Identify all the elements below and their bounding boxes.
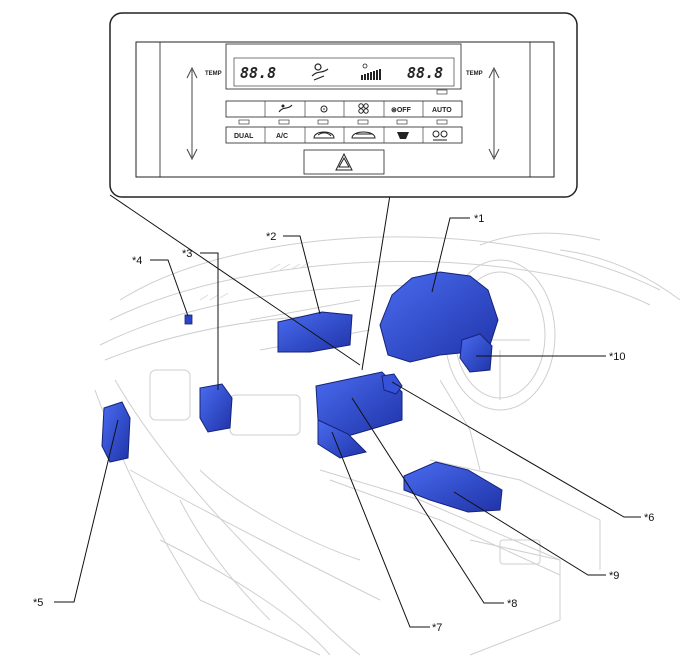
components — [101, 271, 503, 513]
auto-button[interactable]: AUTO — [432, 107, 452, 114]
dual-button[interactable]: DUAL — [234, 133, 254, 140]
control-panel-inset: TEMP TEMP 88.8 88.8 — [109, 12, 578, 198]
row2-buttons: DUAL A/C — [225, 126, 463, 144]
component-4-sensor — [184, 314, 193, 325]
component-5-unit — [101, 401, 131, 463]
hazard-button[interactable] — [303, 149, 385, 175]
callout-1: *1 — [474, 213, 484, 225]
fan-level-bars-icon — [361, 63, 381, 80]
fresh-air-button[interactable] — [351, 131, 376, 139]
row1-buttons: ⊛OFF AUTO — [225, 100, 463, 118]
mode-icon — [278, 104, 293, 113]
row1-blank-button[interactable] — [226, 101, 265, 117]
callout-labels: *1 *2 *3 *4 *5 *6 *7 *8 *9 *10 — [33, 213, 654, 634]
callout-4: *4 — [132, 255, 142, 267]
temp-dial-left[interactable] — [186, 66, 198, 161]
auto-indicator — [436, 89, 448, 95]
callout-9: *9 — [609, 570, 619, 582]
callout-6: *6 — [644, 512, 654, 524]
dashboard-ghost — [94, 232, 681, 656]
rear-defrost-icon — [432, 130, 448, 141]
recirc-button[interactable] — [313, 131, 335, 139]
component-9-controller — [403, 461, 503, 513]
fan-down-button[interactable] — [320, 105, 328, 113]
component-7-unit — [317, 419, 367, 459]
display-temp-left: 88.8 — [240, 64, 276, 82]
fresh-air-icon — [351, 131, 376, 139]
airflow-mode-icon — [311, 63, 329, 81]
fan-off-button[interactable]: ⊛OFF — [391, 107, 412, 114]
rear-defrost-button[interactable] — [432, 130, 448, 141]
temp-dial-right[interactable] — [488, 66, 500, 161]
fan-up-button[interactable] — [358, 103, 369, 114]
component-10-steering-pad — [459, 333, 493, 373]
callout-5: *5 — [33, 597, 43, 609]
mode-button[interactable] — [278, 104, 293, 113]
hazard-icon — [335, 152, 353, 171]
fan-low-icon — [320, 105, 328, 113]
callout-7: *7 — [432, 622, 442, 634]
callout-3: *3 — [182, 248, 192, 260]
row2-indicators — [238, 119, 448, 125]
callout-8: *8 — [507, 598, 517, 610]
callout-10: *10 — [609, 351, 626, 363]
component-3-unit — [199, 383, 233, 433]
fan-high-icon — [358, 103, 369, 114]
callout-2: *2 — [266, 231, 276, 243]
component-6-unit — [381, 373, 403, 395]
temp-label-left: TEMP — [205, 71, 222, 77]
ac-button[interactable]: A/C — [276, 133, 288, 140]
front-defrost-icon — [397, 132, 409, 139]
climate-display — [225, 43, 462, 90]
front-defrost-button[interactable] — [397, 132, 409, 139]
display-temp-right: 88.8 — [407, 64, 443, 82]
recirc-icon — [313, 131, 335, 139]
temp-label-right: TEMP — [466, 71, 483, 77]
leader-lines — [54, 194, 641, 628]
